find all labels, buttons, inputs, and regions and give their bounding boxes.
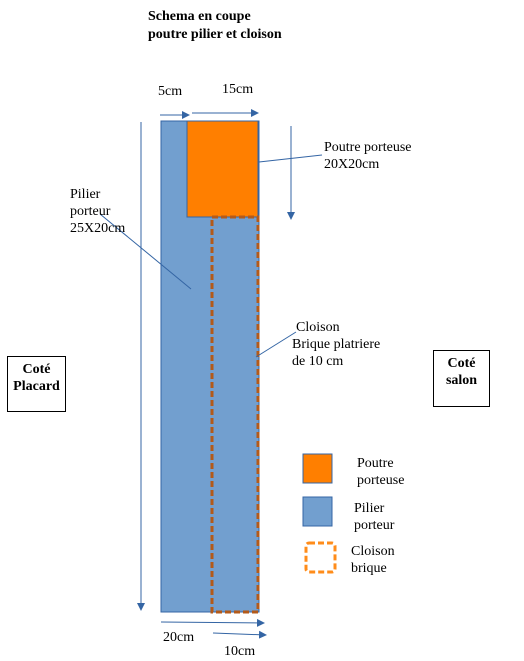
pilier-label-line-3: 25X20cm bbox=[70, 221, 126, 236]
dim-label-20cm: 20cm bbox=[163, 630, 195, 645]
title-line-1: Schema en coupe bbox=[148, 9, 251, 24]
leader-pilier bbox=[99, 213, 192, 290]
title-line-2: poutre pilier et cloison bbox=[148, 27, 282, 42]
poutre-label-line-1: Poutre porteuse bbox=[324, 140, 412, 155]
side-box-salon: Coté salon bbox=[433, 350, 490, 407]
side-salon-line-2: salon bbox=[445, 373, 478, 388]
cloison-label: Cloison Brique platriere de 10 cm bbox=[292, 319, 380, 370]
legend-poutre-line-2: porteuse bbox=[357, 473, 405, 488]
cloison-label-line-3: de 10 cm bbox=[292, 354, 344, 369]
legend-cloison-line-2: brique bbox=[351, 561, 387, 576]
dim-label-5cm: 5cm bbox=[158, 84, 183, 99]
legend-pilier-line-1: Pilier bbox=[354, 501, 385, 516]
side-salon-line-1: Coté bbox=[447, 356, 476, 371]
legend-swatch-poutre bbox=[302, 453, 333, 484]
leader-cloison bbox=[255, 331, 297, 358]
pilier-label: Pilier porteur 25X20cm bbox=[70, 186, 125, 237]
dim-arrow-20cm bbox=[160, 618, 265, 627]
pilier-label-line-1: Pilier bbox=[70, 187, 101, 202]
dim-label-15cm: 15cm bbox=[222, 82, 254, 97]
legend-pilier-line-2: porteur bbox=[354, 518, 395, 533]
diagram-title: Schema en coupe poutre pilier et cloison bbox=[148, 8, 282, 44]
legend-label-pilier: Pilier porteur bbox=[354, 500, 394, 534]
cloison-label-line-1: Cloison bbox=[296, 320, 340, 335]
legend-label-poutre: Poutre porteuse bbox=[357, 455, 404, 489]
poutre-rect bbox=[186, 120, 259, 218]
cloison-label-line-2: Brique platriere bbox=[292, 337, 381, 352]
legend-swatch-cloison bbox=[304, 541, 337, 574]
dim-label-10cm: 10cm bbox=[224, 644, 256, 659]
legend-poutre-line-1: Poutre bbox=[357, 456, 394, 471]
side-box-placard: Coté Placard bbox=[7, 356, 66, 412]
poutre-label-line-2: 20X20cm bbox=[324, 157, 380, 172]
side-placard-line-1: Coté bbox=[22, 362, 51, 377]
legend-cloison-line-1: Cloison bbox=[351, 544, 395, 559]
legend-swatch-pilier bbox=[302, 496, 333, 527]
side-placard-line-2: Placard bbox=[13, 379, 60, 394]
leader-poutre bbox=[258, 154, 323, 163]
legend-label-cloison: Cloison brique bbox=[351, 543, 395, 577]
cloison-outline bbox=[210, 215, 260, 614]
dim-arrow-10cm bbox=[212, 630, 267, 639]
poutre-label: Poutre porteuse 20X20cm bbox=[324, 139, 411, 173]
pilier-label-line-2: porteur bbox=[70, 204, 111, 219]
